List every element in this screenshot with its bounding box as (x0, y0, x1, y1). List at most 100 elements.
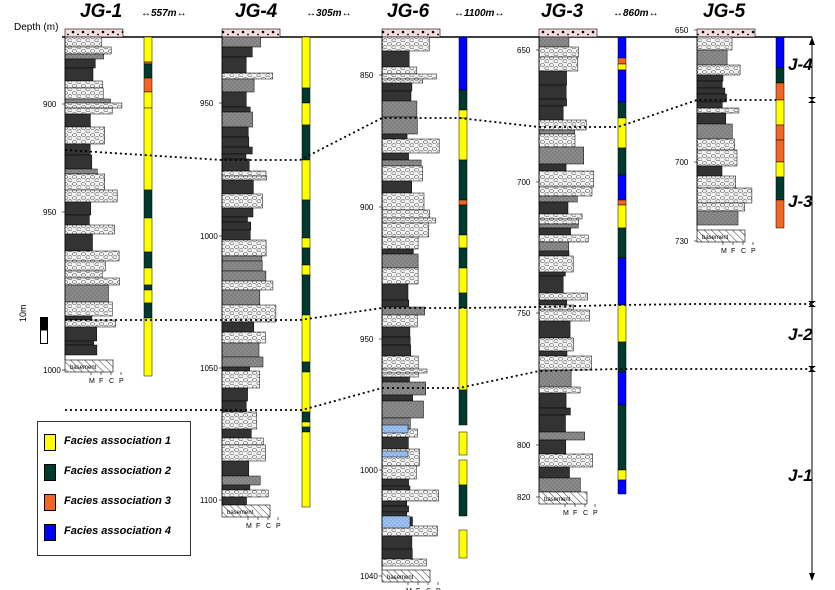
facies-segment-fa1 (458, 307, 468, 391)
lithology-bed (381, 485, 411, 491)
lithology-bed (538, 320, 571, 339)
lithology-bed (381, 376, 410, 383)
lithology-bed (696, 74, 724, 82)
lithology-bed (64, 80, 104, 89)
lithology-bed (221, 78, 255, 93)
facies-segment-fa2 (143, 189, 153, 219)
depth-tick-label: 1000 (43, 366, 61, 375)
lithology-bed (381, 73, 437, 80)
facies-segment-fa3 (775, 139, 785, 163)
lithology-bed (381, 267, 419, 285)
depth-tick-label: 850 (360, 71, 374, 80)
facies-segment-fa3 (617, 57, 627, 65)
distance-label-1: ↔557m↔ (141, 8, 187, 19)
facies-segment-fa2 (617, 147, 627, 176)
lithology-bed (538, 70, 567, 86)
facies-segment-fa4 (617, 479, 627, 495)
lithology-bed (538, 84, 567, 100)
depth-tick-label: 950 (360, 335, 374, 344)
lithology-bed (381, 535, 413, 550)
facies-segment-fa2 (301, 426, 311, 433)
depth-tick-label: 650 (675, 26, 689, 35)
lithology-bed (381, 248, 414, 255)
lithology-bed (221, 321, 255, 333)
lithology-bed (538, 414, 566, 433)
lithology-bed (64, 233, 93, 252)
depth-tick-label: 900 (360, 203, 374, 212)
scale-bar (40, 317, 48, 344)
lithology-bed (538, 466, 570, 479)
facies-segment-fa4 (775, 36, 785, 69)
lithology-bed (64, 340, 94, 346)
facies-segment-fa1 (301, 431, 311, 508)
lithology-bed (221, 91, 247, 108)
facies-segment-fa2 (458, 159, 468, 201)
grain-size-label: F (731, 248, 735, 255)
facies-segment-fa2 (143, 284, 153, 291)
lithology-bed (221, 260, 263, 272)
lithology-bed (381, 489, 439, 502)
lithology-bed (381, 344, 411, 357)
lithology-bed (64, 250, 120, 262)
lithology-bed (696, 80, 723, 89)
lithology-bed (221, 136, 250, 148)
lithology-bed (538, 350, 568, 357)
lithology-bed (381, 116, 418, 135)
lithology-bed (381, 478, 409, 487)
facies-segment-fa4 (617, 371, 627, 406)
lithology-bed (64, 260, 106, 272)
depth-tick-label: 1000 (360, 466, 378, 475)
facies-segment-fa1 (458, 267, 468, 294)
lithology-bed (538, 227, 571, 236)
facies-segment-fa2 (617, 341, 627, 373)
lithology-bed (221, 126, 249, 138)
facies-segment-fa2 (301, 199, 311, 239)
lithology-bed (221, 270, 267, 282)
grain-size-label: P (119, 378, 124, 385)
facies-segment-fa2 (775, 176, 785, 201)
facies-segment-fa1 (143, 107, 153, 191)
lithology-bed (64, 113, 91, 128)
grain-size-label: M (406, 588, 412, 590)
lithology-bed (64, 319, 116, 328)
lithology-bed (538, 453, 593, 468)
facies-segment-fa2 (617, 101, 627, 119)
facies-segment-fa1 (143, 91, 153, 109)
lithology-bed (696, 149, 738, 167)
facies-segment-fa1 (775, 99, 785, 126)
depth-tick-label: 700 (517, 178, 531, 187)
facies-segment-fa2 (143, 251, 153, 269)
blue-sand-bed (381, 515, 411, 529)
lithology-bed (64, 326, 97, 342)
lithology-bed (538, 213, 583, 220)
facies-segment-fa1 (617, 304, 627, 343)
basement-block (696, 229, 746, 243)
topsoil-cap (538, 28, 598, 38)
lithology-bed (381, 400, 424, 419)
lithology-bed (64, 214, 90, 226)
distance-value-2: 305m (316, 8, 342, 19)
lithology-bed (64, 154, 93, 170)
lithology-bed (381, 159, 422, 167)
lithology-bed (381, 253, 419, 269)
grain-size-label: F (256, 523, 260, 530)
lithology-bed (538, 218, 579, 225)
distance-value-4: 860m (623, 8, 649, 19)
lithology-bed (221, 280, 274, 291)
lithology-bed (538, 105, 564, 121)
unit-label-j4: J-4 (788, 55, 813, 74)
depth-tick-label: 750 (517, 309, 531, 318)
facies-segment-fa3 (458, 199, 468, 206)
lithology-bed (538, 119, 587, 131)
legend-swatch-fa1 (44, 434, 56, 451)
lithology-bed (381, 217, 437, 224)
lithology-bed (221, 255, 263, 262)
lithology-bed (381, 180, 412, 194)
facies-segment-fa3 (775, 124, 785, 141)
facies-segment-fa1 (458, 529, 468, 559)
lithology-bed (64, 284, 109, 303)
